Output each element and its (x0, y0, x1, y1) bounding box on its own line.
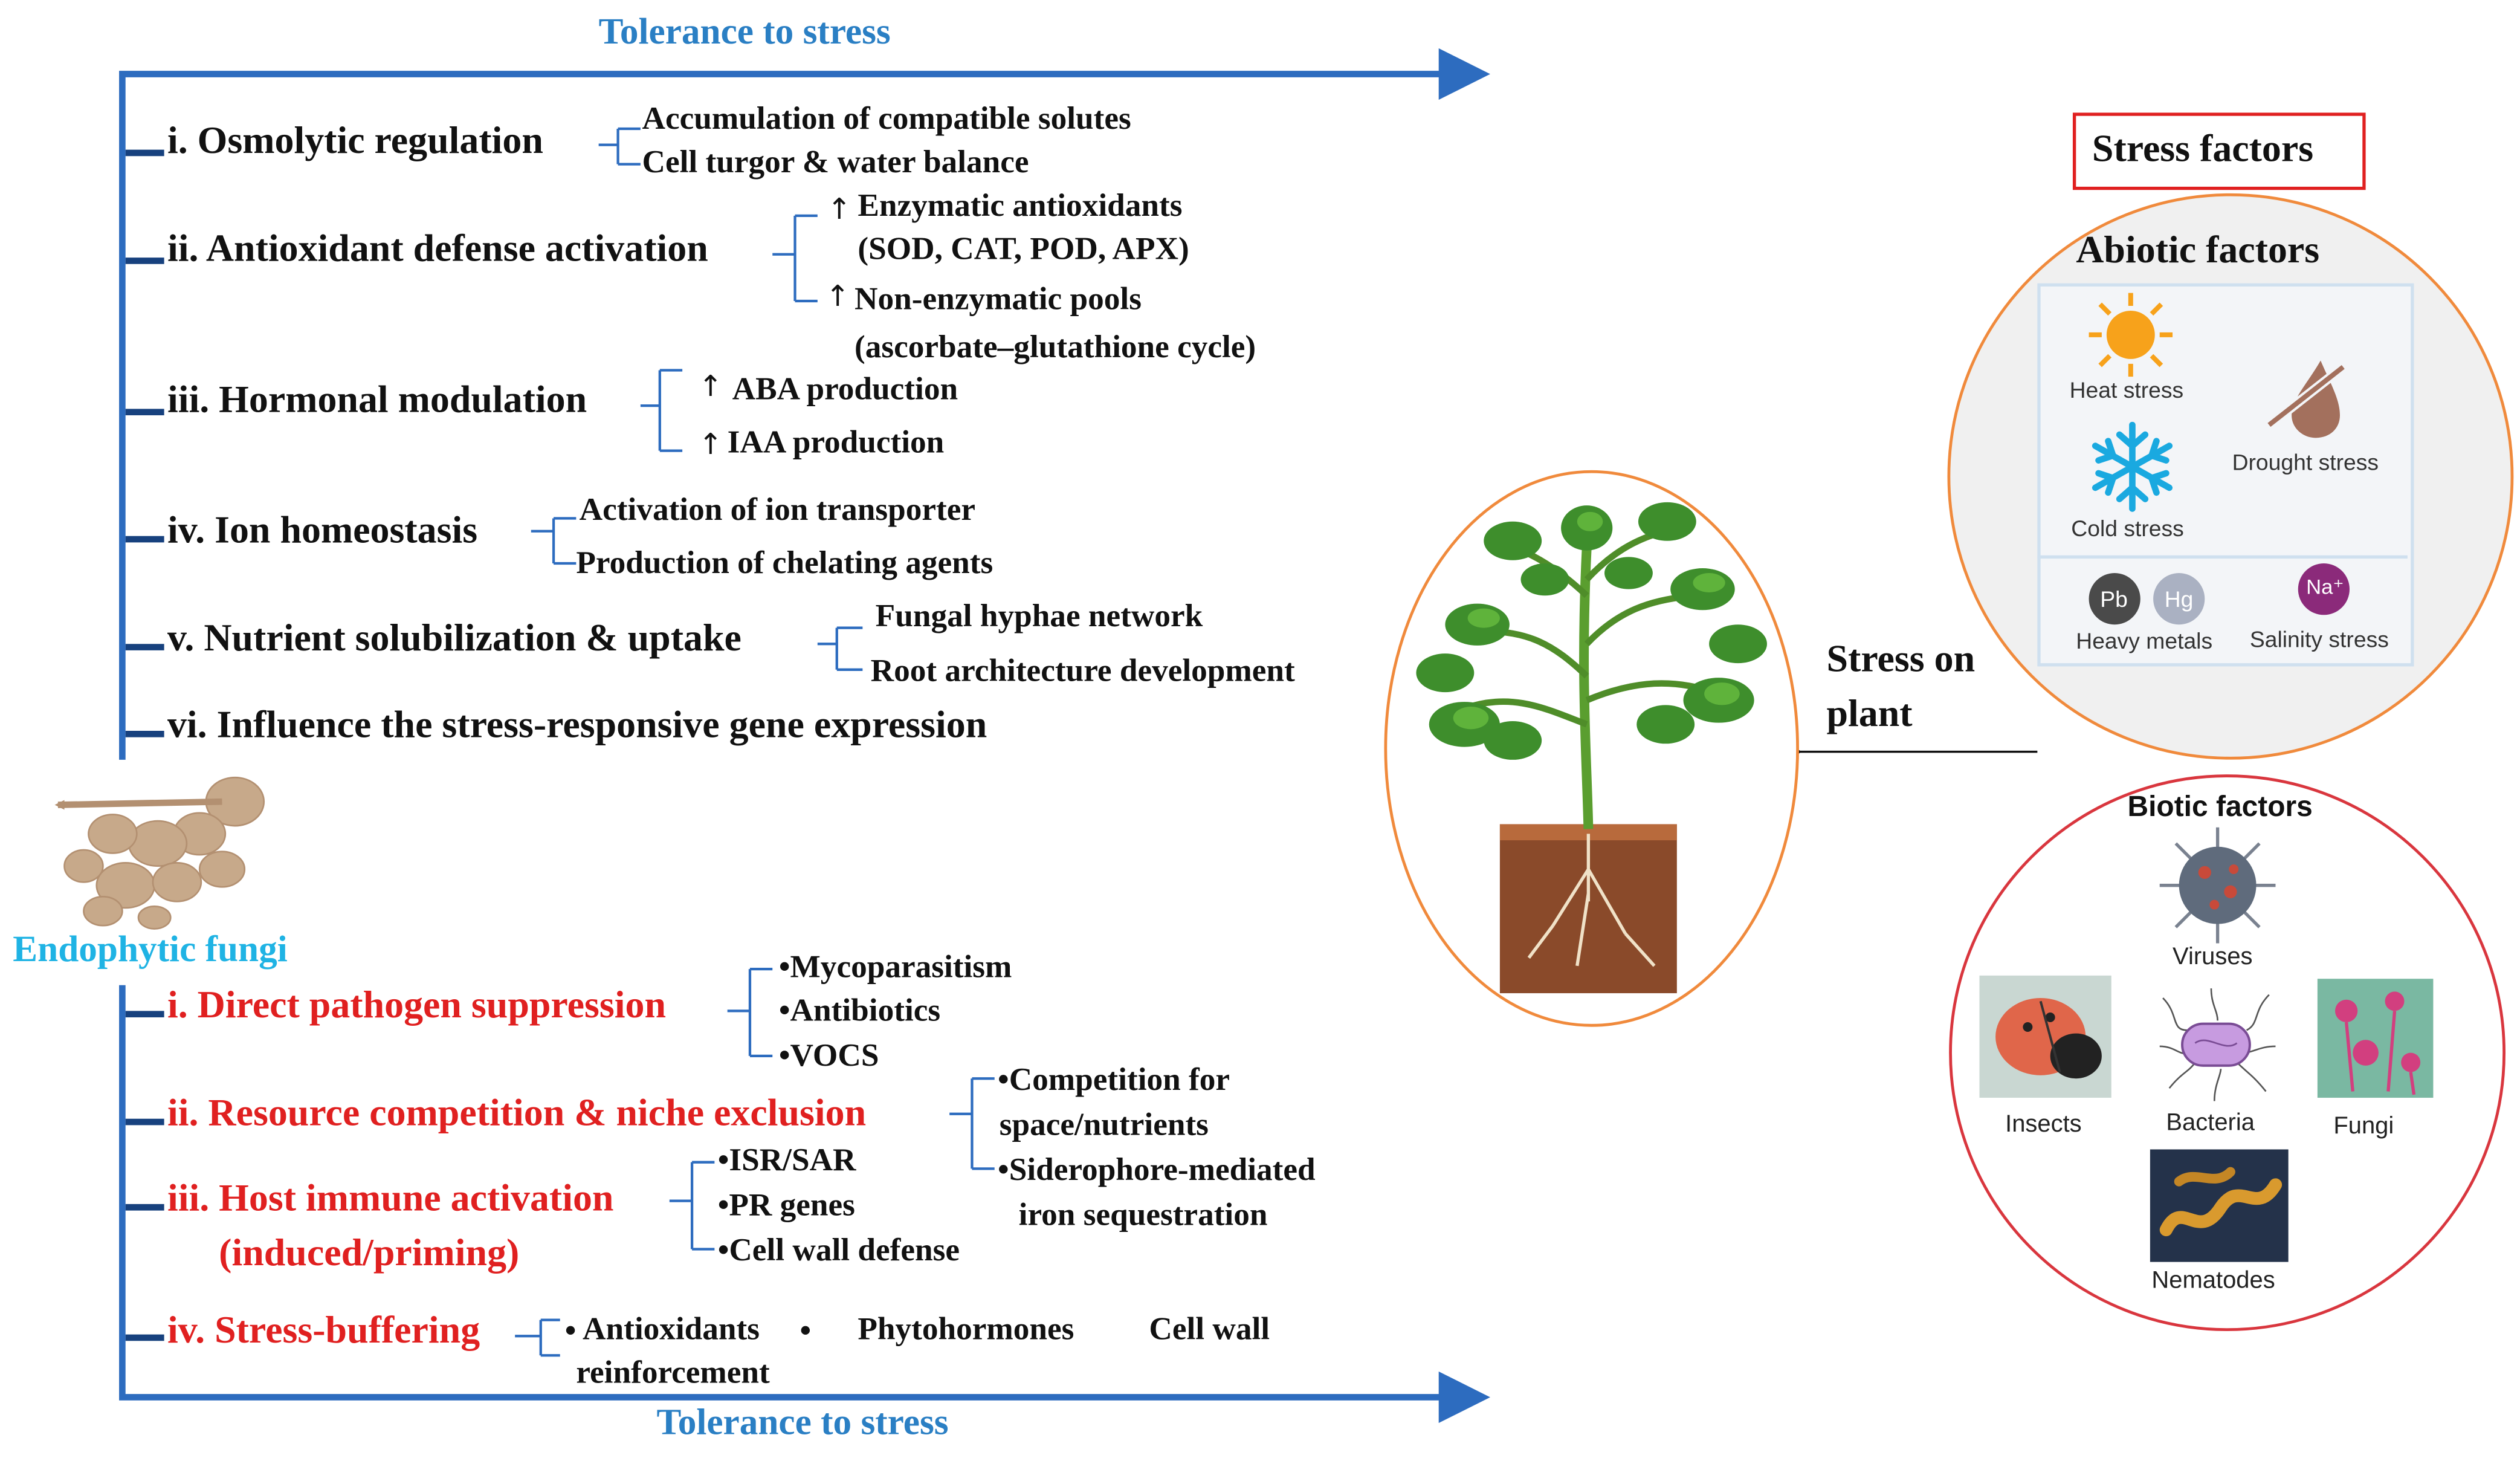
sun-icon (2089, 293, 2173, 377)
bottom-tolerance-arrow (119, 985, 1490, 1424)
biocontrol-detail: Phytohormones (858, 1312, 1074, 1347)
tolerance-detail: Cell turgor & water balance (642, 144, 1029, 181)
tolerance-detail: Activation of ion transporter (579, 492, 975, 528)
biocontrol-detail: •Antibiotics (778, 993, 941, 1029)
tolerance-detail: IAA production (727, 425, 945, 461)
sodium-icon (2298, 563, 2350, 615)
ladybug-icon (1979, 975, 2111, 1098)
biocontrol-detail: space/nutrients (999, 1107, 1209, 1143)
biocontrol-detail: •Cell wall defense (717, 1233, 960, 1269)
tolerance-detail: Accumulation of compatible solutes (642, 101, 1131, 137)
abiotic-label: Heat stress (2069, 377, 2184, 403)
biotic-label: Viruses (2173, 943, 2253, 971)
biocontrol-item-4: iv. Stress-buffering (167, 1310, 480, 1352)
up-arrow-icon: ↑ (698, 428, 723, 462)
biocontrol-detail: •Siderophore-mediated (998, 1152, 1316, 1188)
nematode-icon (2150, 1149, 2289, 1262)
abiotic-label: Drought stress (2232, 449, 2379, 475)
tolerance-item-4: iv. Ion homeostasis (167, 510, 478, 552)
biocontrol-detail: •Competition for (998, 1062, 1230, 1098)
snowflake-icon (2092, 421, 2173, 512)
biocontrol-detail: Antioxidants (583, 1312, 760, 1347)
lead-icon (2089, 573, 2140, 625)
fungi-micrograph-icon (2317, 979, 2434, 1098)
biotic-label: Fungi (2333, 1112, 2394, 1140)
abiotic-divider (2037, 555, 2408, 559)
element-symbol: Pb (2100, 586, 2128, 612)
tolerance-detail: ABA production (732, 372, 958, 407)
plant-icon (1416, 502, 1767, 994)
biotic-label: Insects (2005, 1110, 2082, 1138)
biocontrol-detail: reinforcement (576, 1355, 770, 1391)
stress-factors-box (2072, 112, 2366, 190)
element-symbol: Na⁺ (2306, 574, 2344, 599)
drought-drop-icon (2266, 360, 2347, 438)
tolerance-item-5: v. Nutrient solubilization & uptake (167, 618, 741, 660)
biocontrol-detail: •Mycoparasitism (778, 950, 1012, 985)
virus-icon (2159, 827, 2276, 944)
biocontrol-detail: •VOCS (778, 1038, 879, 1074)
abiotic-label: Salinity stress (2249, 626, 2389, 652)
biocontrol-item-3: iii. Host immune activation (167, 1178, 614, 1220)
biotic-label: Bacteria (2166, 1109, 2255, 1137)
endophytic-fungi-label: Endophytic fungi (13, 928, 288, 970)
tolerance-detail: Fungal hyphae network (875, 598, 1203, 635)
biotic-title: Biotic factors (2127, 790, 2313, 823)
biocontrol-detail: •PR genes (717, 1188, 855, 1223)
tolerance-item-1: i. Osmolytic regulation (167, 120, 543, 163)
biocontrol-item-2: ii. Resource competition & niche exclusi… (167, 1093, 867, 1135)
element-symbol: Hg (2164, 586, 2194, 612)
bullet-dot-icon: • (564, 1314, 577, 1349)
tolerance-detail: Production of chelating agents (576, 545, 993, 582)
stress-on-plant-label: Stress on (1826, 639, 1976, 681)
biocontrol-detail: •ISR/SAR (717, 1142, 856, 1179)
tolerance-detail: (ascorbate–glutathione cycle) (855, 329, 1256, 366)
abiotic-label: Heavy metals (2076, 627, 2213, 654)
tolerance-detail: Non-enzymatic pools (855, 282, 1142, 317)
biocontrol-detail: iron sequestration (1018, 1197, 1268, 1233)
tolerance-item-3: iii. Hormonal modulation (167, 380, 587, 422)
bullet-dot-icon: • (800, 1314, 812, 1349)
biocontrol-item-1: i. Direct pathogen suppression (167, 985, 667, 1027)
biocontrol-item-3-sub: (induced/priming) (219, 1233, 520, 1275)
abiotic-title: Abiotic factors (2076, 230, 2320, 273)
abiotic-label: Cold stress (2071, 515, 2184, 541)
tolerance-detail: Root architecture development (870, 653, 1295, 689)
tolerance-detail: Enzymatic antioxidants (858, 188, 1183, 224)
mercury-icon (2153, 573, 2205, 625)
up-arrow-icon: ↑ (825, 280, 850, 314)
up-arrow-icon: ↑ (827, 193, 851, 227)
biocontrol-detail: Cell wall (1149, 1312, 1270, 1347)
stress-on-plant-label: plant (1826, 693, 1913, 736)
bottom-title: Tolerance to stress (656, 1402, 949, 1443)
up-arrow-icon: ↑ (698, 370, 723, 404)
tolerance-detail: (SOD, CAT, POD, APX) (858, 232, 1189, 268)
fungal-hyphae-icon (54, 776, 265, 930)
tolerance-item-6: vi. Influence the stress-responsive gene… (167, 705, 987, 747)
biotic-label: Nematodes (2151, 1266, 2275, 1295)
bacteria-icon (2159, 988, 2276, 1101)
top-tolerance-arrow (119, 48, 1490, 760)
tolerance-item-2: ii. Antioxidant defense activation (167, 228, 708, 271)
stress-factors-title: Stress factors (2092, 129, 2314, 171)
top-title: Tolerance to stress (598, 11, 891, 52)
